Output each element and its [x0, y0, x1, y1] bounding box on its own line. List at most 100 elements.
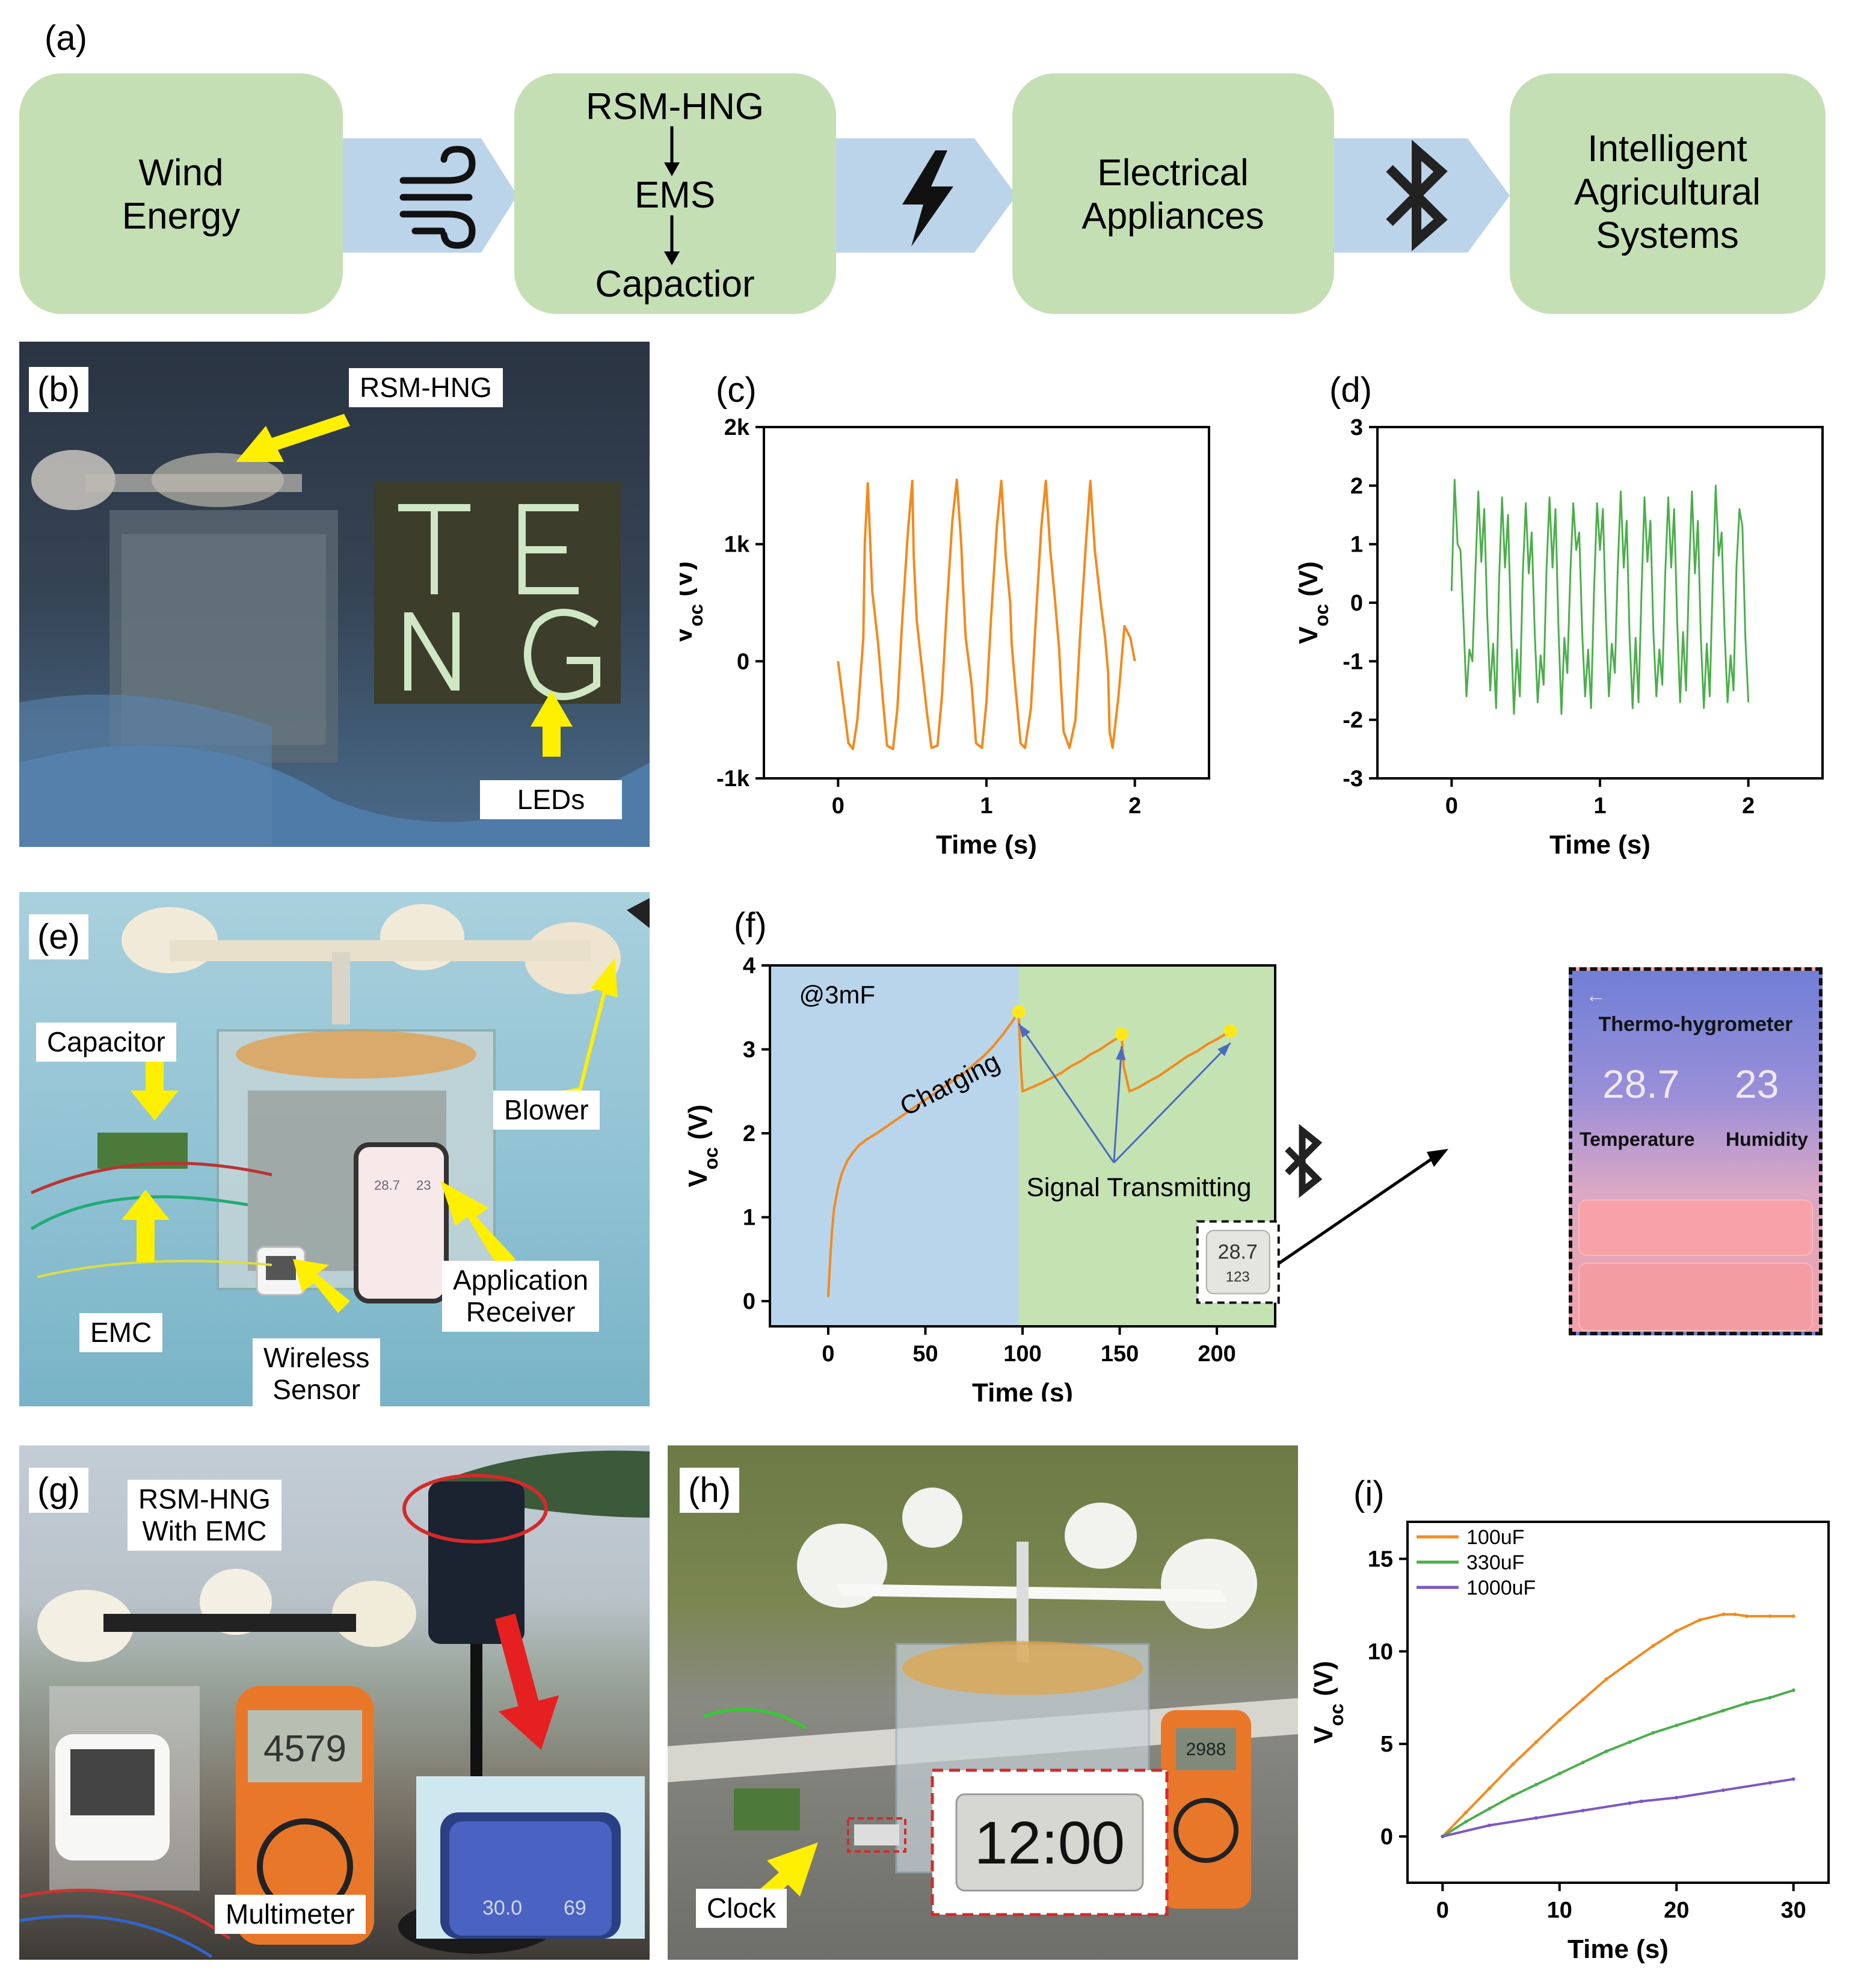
tag-capacitor: Capacitor	[36, 1023, 176, 1062]
chart-i-xtick-label: 10	[1547, 1898, 1572, 1923]
svg-text:23: 23	[416, 1178, 431, 1193]
svg-text:28.7: 28.7	[374, 1178, 400, 1193]
panel-f-label: (f)	[734, 906, 767, 945]
flow-box-electrical-appliances	[1012, 73, 1334, 314]
chart-i-series-0-point	[1604, 1677, 1608, 1681]
panel-g-scene: 4579 30.0 69	[19, 1450, 650, 1959]
chart-i-series-0-point	[1488, 1786, 1492, 1791]
led-letter-t	[398, 504, 470, 594]
tag-rsm-hng-with-emc-line-2: With EMC	[142, 1515, 267, 1546]
chart-f-xlabel: Time (s)	[972, 1378, 1073, 1402]
chart-d-ytick-label: -3	[1343, 766, 1363, 792]
back-arrow-icon[interactable]: ←	[1586, 984, 1606, 1007]
app-card-2	[1578, 1263, 1813, 1331]
flow-box-wind-energy	[19, 73, 343, 314]
chart-f-xtick-label: 150	[1101, 1341, 1139, 1367]
chart-d-ylabel: Voc (V)	[1294, 561, 1332, 644]
panel-h-scene: 2988 12:00	[668, 1488, 1298, 1927]
chart-i-series-0-point	[1581, 1697, 1585, 1702]
chart-i-xtick-label: 20	[1664, 1898, 1689, 1923]
clock-readout: 12:00	[974, 1809, 1125, 1877]
tag-rsm-hng: RSM-HNG	[349, 368, 503, 407]
tag-leds: LEDs	[480, 780, 622, 819]
tag-receiver-line-1: Application	[453, 1264, 589, 1296]
chart-i-series-2-point	[1639, 1799, 1643, 1803]
chart-i-series-2-point	[1791, 1777, 1795, 1781]
chart-i-xtick-label: 0	[1436, 1898, 1449, 1923]
chart-i-legend-label-1: 330uF	[1466, 1551, 1524, 1574]
flow-box-2-line-1: RSM-HNG	[586, 86, 764, 128]
chart-f-signal-arrow-1	[1113, 1046, 1123, 1163]
chart-d-ytick-label: 2	[1350, 473, 1363, 499]
humidity-value: 23	[1735, 1062, 1779, 1106]
flow-box-3-line-2: Appliances	[1081, 195, 1264, 237]
lightning-icon	[902, 150, 953, 247]
panel-h-photo: 2988 12:00	[668, 1445, 1298, 1960]
tag-application-receiver: Application Receiver	[442, 1261, 600, 1332]
chart-i-series-1-point	[1791, 1688, 1795, 1692]
chart-i-series-0-point	[1511, 1762, 1515, 1767]
multimeter-g-readout: 4579	[263, 1728, 346, 1770]
chart-d-xtick-label: 1	[1593, 793, 1606, 819]
chart-c-ytick-label: -1k	[716, 766, 750, 792]
tag-blower: Blower	[493, 1091, 600, 1130]
chart-i-series-0-point	[1557, 1718, 1561, 1722]
chart-i-series-1-point	[1581, 1761, 1585, 1764]
temperature-value: 28.7	[1602, 1062, 1680, 1106]
led-letter-e	[518, 504, 579, 594]
flow-box-2-line-2: EMS	[635, 174, 715, 216]
tag-emc: EMC	[79, 1313, 163, 1352]
panel-g-label: (g)	[29, 1468, 88, 1513]
chart-f-xtick-label: 50	[912, 1341, 938, 1367]
chart-i-series-0-point	[1791, 1614, 1795, 1618]
chart-f-ytick-label: 4	[743, 953, 755, 979]
chart-c-ytick-label: 1k	[724, 532, 750, 558]
chart-f-link-arrowhead	[1427, 1149, 1448, 1167]
chart-i-frame	[1406, 1521, 1830, 1884]
multimeter-h-readout: 2988	[1186, 1740, 1226, 1759]
chart-i-series-2-point	[1675, 1796, 1679, 1800]
chart-d-xtick-label: 0	[1445, 793, 1458, 819]
chart-i-series-0-point	[1698, 1618, 1702, 1622]
chart-i-series-0-point	[1628, 1660, 1632, 1664]
tag-multimeter: Multimeter	[215, 1895, 366, 1934]
chart-i-xtick-label: 30	[1781, 1898, 1806, 1923]
chart-i-series-1-line	[1442, 1689, 1794, 1838]
chart-f-ytick-label: 1	[743, 1205, 755, 1231]
chart-f-series-0-line	[826, 1010, 1231, 1297]
arrow-to-blower	[564, 958, 618, 1091]
chart-f-ytick-label: 2	[743, 1121, 755, 1146]
arrow-to-rsm-hng	[236, 414, 350, 462]
chart-i-series-1-point	[1511, 1794, 1515, 1798]
chart-d-ytick-label: -1	[1343, 649, 1363, 674]
chart-c-ylabel: Voc (V)	[680, 561, 707, 644]
chart-d-ytick-label: 1	[1350, 532, 1363, 558]
chart-i-series-0-point	[1534, 1740, 1538, 1744]
chart-i-ylabel: Voc (V)	[1311, 1661, 1347, 1744]
chart-f-signal-arrow-0	[1018, 1023, 1115, 1163]
flow-box-intelligent-agri	[1510, 73, 1826, 314]
chart-c-frame	[763, 426, 1210, 780]
chart-i-series-0-line	[1441, 1613, 1794, 1838]
flow-box-rsm-hng	[514, 73, 836, 314]
app-title: Thermo-hygrometer	[1598, 1013, 1793, 1036]
chart-f-annotation-capacitance: @3mF	[799, 980, 875, 1009]
chart-i-series-0-point	[1464, 1811, 1468, 1815]
panel-h-label: (h)	[680, 1468, 739, 1513]
chart-i-legend-label-2: 1000uF	[1466, 1577, 1536, 1599]
panel-e-scene: 28.7 23	[30, 898, 650, 1313]
panel-b-scene	[19, 414, 650, 847]
chart-f-marker-1	[1115, 1027, 1128, 1041]
chart-i-series-2-point	[1581, 1809, 1585, 1812]
flow-box-4-line-2: Agricultural	[1574, 171, 1761, 213]
chart-f-signal-arrowhead-0	[1018, 1023, 1031, 1038]
chart-i-series-1-point	[1628, 1740, 1632, 1744]
chart-i-series-2-point	[1441, 1835, 1445, 1839]
chart-i-ytick-label: 5	[1380, 1732, 1393, 1757]
flow-box-4-line-1: Intelligent	[1587, 128, 1747, 170]
chart-i-ytick-label: 15	[1368, 1547, 1393, 1572]
chart-i-series-0-point	[1768, 1614, 1772, 1618]
wind-icon	[399, 146, 476, 249]
tag-rsm-hng-with-emc-line-1: RSM-HNG	[138, 1483, 271, 1515]
